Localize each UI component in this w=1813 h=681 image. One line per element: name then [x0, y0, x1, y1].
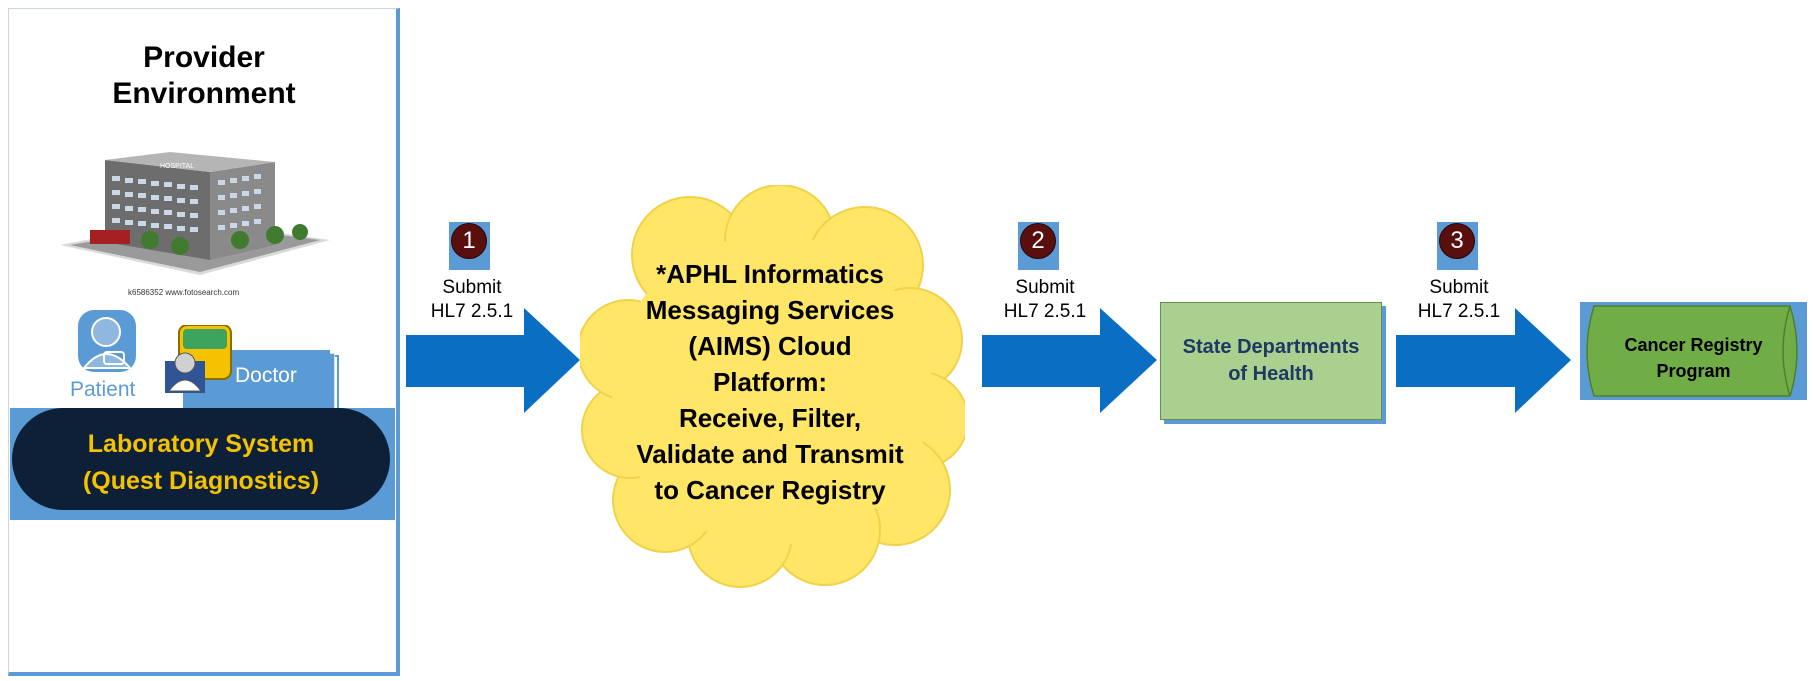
- hospital-building-image: HOSPITAL: [60, 152, 330, 275]
- laboratory-system-pill: [12, 408, 390, 510]
- cloud-line-3: (AIMS) Cloud: [688, 331, 852, 361]
- cancer-registry-label: Cancer Registry Program: [1580, 332, 1807, 384]
- doctor-label: Doctor: [235, 364, 297, 387]
- step-2-label-line1: Submit: [1015, 277, 1075, 298]
- cloud-line-7: to Cancer Registry: [654, 475, 886, 505]
- provider-environment-title: Provider Environment: [8, 40, 400, 112]
- state-departments-line1: State Departments: [1182, 336, 1360, 358]
- step-2-label-line2: HL7 2.5.1: [1003, 301, 1087, 322]
- hospital-image-caption: k6586352 www.fotosearch.com: [128, 288, 240, 297]
- step-3-label-line1: Submit: [1429, 277, 1489, 298]
- step-3-label-line2: HL7 2.5.1: [1417, 301, 1501, 322]
- cloud-line-4: Platform:: [712, 367, 828, 397]
- state-departments-label: State Departments of Health: [1160, 334, 1382, 388]
- arrow-1: [406, 308, 580, 413]
- step-1-label: Submit HL7 2.5.1: [412, 276, 532, 324]
- laboratory-system-label: Laboratory System (Quest Diagnostics): [12, 426, 390, 500]
- aims-cloud-shape: [580, 185, 965, 588]
- laboratory-system-line1: Laboratory System: [87, 430, 315, 458]
- cloud-line-5: Receive, Filter,: [678, 403, 862, 433]
- patient-label: Patient: [70, 378, 136, 401]
- cancer-registry-line2: Program: [1656, 361, 1731, 381]
- step-3-label: Submit HL7 2.5.1: [1399, 276, 1519, 324]
- step-3-number: 3: [1439, 223, 1475, 259]
- state-departments-box: [1160, 302, 1382, 420]
- cloud-line-1: *APHL Informatics: [656, 259, 884, 289]
- cancer-registry-cylinder: [1586, 305, 1798, 397]
- laboratory-system-line2: (Quest Diagnostics): [82, 467, 320, 495]
- provider-title-line1: Provider: [143, 41, 265, 74]
- step-1-number: 1: [451, 223, 487, 259]
- arrow-3: [1396, 308, 1571, 413]
- state-departments-line2: of Health: [1228, 363, 1314, 385]
- cancer-registry-line1: Cancer Registry: [1624, 335, 1763, 355]
- hospital-sign: HOSPITAL: [160, 163, 194, 170]
- step-2-label: Submit HL7 2.5.1: [985, 276, 1105, 324]
- patient-icon: [78, 310, 136, 372]
- step-2-number: 2: [1020, 223, 1056, 259]
- arrow-2: [982, 308, 1157, 413]
- provider-title-line2: Environment: [112, 77, 296, 110]
- doctor-icon: [165, 325, 232, 393]
- step-1-label-line1: Submit: [442, 277, 502, 298]
- step-1-label-line2: HL7 2.5.1: [430, 301, 514, 322]
- cloud-line-2: Messaging Services: [645, 295, 895, 325]
- cloud-line-6: Validate and Transmit: [636, 439, 904, 469]
- aims-cloud-label: *APHL Informatics Messaging Services (AI…: [590, 256, 950, 508]
